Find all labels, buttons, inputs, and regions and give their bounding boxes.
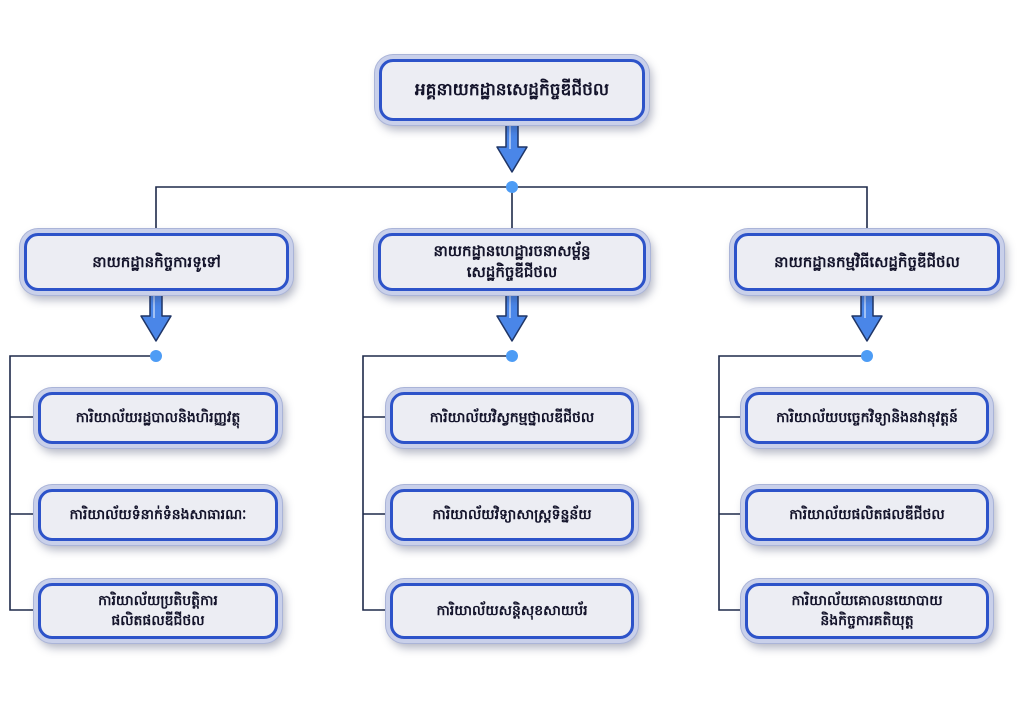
junction-dot-top xyxy=(506,181,518,193)
department-box-programs: នាយកដ្ឋានកម្មវិធីសេដ្ឋកិច្ចឌីជីថល xyxy=(734,233,1000,291)
office-box: ការិយាល័យវិស្វកម្មថ្នាលឌីជីថល xyxy=(390,392,634,444)
root-label: អគ្គនាយកដ្ឋានសេដ្ឋកិច្ចឌីជីថល xyxy=(414,79,610,100)
department-box-infrastructure: នាយកដ្ឋានហេដ្ឋារចនាសម្ព័ន្ធ សេដ្ឋកិច្ចឌី… xyxy=(378,233,646,291)
office-label: ការិយាល័យវិទ្យាសាស្ត្រទិន្នន័យ xyxy=(432,507,592,523)
office-label: ការិយាល័យផលិតផលឌីជីថល xyxy=(789,507,945,523)
department-box-general-affairs: នាយកដ្ឋានកិច្ចការទូទៅ xyxy=(24,233,289,291)
junction-dot-right xyxy=(861,350,873,362)
office-box: ការិយាល័យបច្ចេកវិទ្យានិងនវានុវត្តន៍ xyxy=(745,392,989,444)
office-box: ការិយាល័យទំនាក់ទំនងសាធារណៈ xyxy=(38,489,278,541)
connector-bracket-middle xyxy=(362,355,512,611)
junction-dot-middle xyxy=(506,350,518,362)
office-box: ការិយាល័យរដ្ឋបាលនិងហិរញ្ញវត្ថុ xyxy=(38,392,278,444)
arrow-down-icon xyxy=(140,289,172,342)
office-label: ការិយាល័យគោលនយោបាយ និងកិច្ចការគតិយុត្ត xyxy=(791,593,943,629)
arrow-down-icon xyxy=(496,120,528,173)
office-box: ការិយាល័យវិទ្យាសាស្ត្រទិន្នន័យ xyxy=(390,489,634,541)
department-label: នាយកដ្ឋានកិច្ចការទូទៅ xyxy=(92,252,221,271)
connector-bracket-left xyxy=(9,355,156,611)
office-box: ការិយាល័យគោលនយោបាយ និងកិច្ចការគតិយុត្ត xyxy=(745,583,989,639)
office-label: ការិយាល័យទំនាក់ទំនងសាធារណៈ xyxy=(69,507,247,523)
department-label: នាយកដ្ឋានកម្មវិធីសេដ្ឋកិច្ចឌីជីថល xyxy=(774,252,960,271)
office-label: ការិយាល័យសន្តិសុខសាយប័រ xyxy=(436,603,588,619)
office-box: ការិយាល័យប្រតិបត្តិការ ផលិតផលឌីជីថល xyxy=(38,583,278,639)
office-label: ការិយាល័យរដ្ឋបាលនិងហិរញ្ញវត្ថុ xyxy=(75,410,241,426)
office-label: ការិយាល័យវិស្វកម្មថ្នាលឌីជីថល xyxy=(429,410,595,426)
root-box: អគ្គនាយកដ្ឋានសេដ្ឋកិច្ចឌីជីថល xyxy=(379,59,645,121)
office-label: ការិយាល័យប្រតិបត្តិការ ផលិតផលឌីជីថល xyxy=(98,593,218,629)
office-box: ការិយាល័យសន្តិសុខសាយប័រ xyxy=(390,583,634,639)
arrow-down-icon xyxy=(851,289,883,342)
department-label: នាយកដ្ឋានហេដ្ឋារចនាសម្ព័ន្ធ សេដ្ឋកិច្ចឌី… xyxy=(433,242,591,281)
office-label: ការិយាល័យបច្ចេកវិទ្យានិងនវានុវត្តន៍ xyxy=(776,410,958,426)
connector-bracket-right xyxy=(718,355,867,611)
arrow-down-icon xyxy=(496,289,528,342)
office-box: ការិយាល័យផលិតផលឌីជីថល xyxy=(745,489,989,541)
junction-dot-left xyxy=(150,350,162,362)
